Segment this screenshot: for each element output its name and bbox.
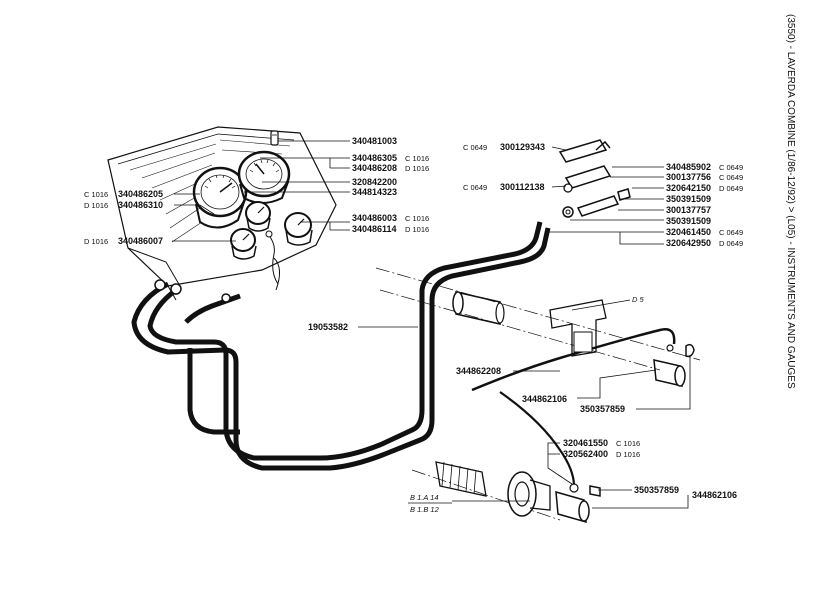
label-320642950: 320642950 xyxy=(666,238,711,248)
label-300112138: 300112138 xyxy=(500,182,545,192)
code-340485902: C 0649 xyxy=(719,163,743,172)
label-320642150: 320642150 xyxy=(666,183,711,193)
ref-b1b12: B 1.B 12 xyxy=(410,505,440,514)
ref-b1a14: B 1.A 14 xyxy=(410,493,439,502)
label-340481003: 340481003 xyxy=(352,136,397,146)
code-320562400: D 1016 xyxy=(616,450,640,459)
label-340486007: 340486007 xyxy=(118,236,163,246)
instrument-panel xyxy=(107,126,337,301)
shaft xyxy=(452,291,505,325)
large-gauge-left xyxy=(192,166,248,229)
label-320461450: 320461450 xyxy=(666,227,711,237)
label-340486208: 340486208 xyxy=(352,163,397,173)
code-340486310: D 1016 xyxy=(84,201,108,210)
sender-lower xyxy=(555,483,601,524)
callout-labels: 340481003 340486305 C 1016 340486208 D 1… xyxy=(84,136,743,514)
label-300137756: 300137756 xyxy=(666,172,711,182)
code-340486205: C 1016 xyxy=(84,190,108,199)
fittings-top xyxy=(558,139,631,218)
page-side-title: (3550) - LAVERDA COMBINE (1/86-12/92) > … xyxy=(785,14,796,389)
label-340486310: 340486310 xyxy=(118,200,163,210)
code-340486305: C 1016 xyxy=(405,154,429,163)
label-300129343: 300129343 xyxy=(500,142,545,152)
code-300137756: C 0649 xyxy=(719,173,743,182)
code-320642950: D 0649 xyxy=(719,239,743,248)
label-344862208: 344862208 xyxy=(456,366,501,376)
gear-shaft xyxy=(435,461,551,517)
bracket-d5 xyxy=(549,299,607,357)
label-344814323: 344814323 xyxy=(352,187,397,197)
code-320461550: C 1016 xyxy=(616,439,640,448)
label-350357859-b: 350357859 xyxy=(634,485,679,495)
code-320642150: D 0649 xyxy=(719,184,743,193)
code-340486208: D 1016 xyxy=(405,164,429,173)
bulb-socket xyxy=(270,130,279,146)
code-320461450: C 0649 xyxy=(719,228,743,237)
label-340486205: 340486205 xyxy=(118,189,163,199)
leader-lines xyxy=(172,140,691,509)
label-350391509-b: 350391509 xyxy=(666,216,711,226)
label-340485902: 340485902 xyxy=(666,162,711,172)
label-19053582: 19053582 xyxy=(308,322,348,332)
label-340486114: 340486114 xyxy=(352,224,397,234)
code-340486007: D 1016 xyxy=(84,237,108,246)
label-344862106-b: 344862106 xyxy=(692,490,737,500)
label-340486003: 340486003 xyxy=(352,213,397,223)
code-340486114: D 1016 xyxy=(405,225,429,234)
label-350357859-a: 350357859 xyxy=(580,404,625,414)
label-320461550: 320461550 xyxy=(563,438,608,448)
small-gauge-right xyxy=(284,212,313,246)
label-340486305: 340486305 xyxy=(352,153,397,163)
small-gauge-center xyxy=(245,201,271,232)
label-320842200: 320842200 xyxy=(352,177,397,187)
label-320562400: 320562400 xyxy=(563,449,608,459)
code-300112138: C 0649 xyxy=(463,183,487,192)
wire-lamp xyxy=(265,230,280,291)
code-340486003: C 1016 xyxy=(405,214,429,223)
label-344862106-a: 344862106 xyxy=(522,394,567,404)
label-350391509-a: 350391509 xyxy=(666,194,711,204)
sender-upper xyxy=(653,343,695,387)
small-gauge-lower xyxy=(230,228,257,260)
ref-d5: D 5 xyxy=(632,295,645,304)
code-300129343: C 0649 xyxy=(463,143,487,152)
pipe-bundle xyxy=(131,221,676,487)
label-300137757: 300137757 xyxy=(666,205,711,215)
